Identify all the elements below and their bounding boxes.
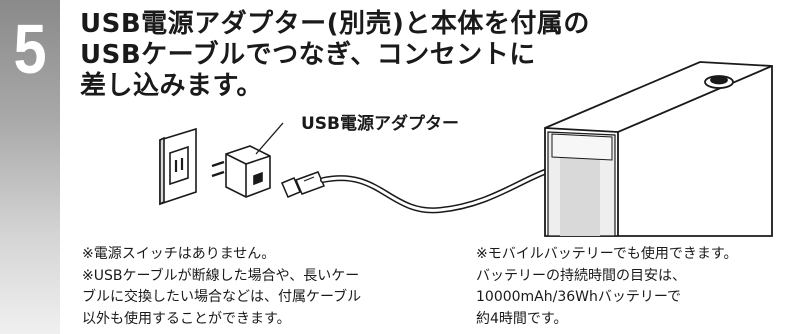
notes-left: ※電源スイッチはありません。 ※USBケーブルが断線した場合や、長いケー ブルに…: [82, 244, 442, 330]
note-line: 以外も使用することができます。: [82, 310, 291, 327]
wall-outlet-icon: [159, 127, 197, 206]
note-line: 10000mAh/36Whバッテリーで: [476, 289, 682, 305]
step-heading: USB電源アダプター(別売)と本体を付属の USBケーブルでつなぎ、コンセントに…: [80, 9, 590, 102]
heading-line: USBケーブルでつなぎ、コンセントに: [80, 40, 536, 70]
note-item: ※USBケーブルが断線した場合や、長いケー ブルに交換したい場合などは、付属ケー…: [82, 266, 442, 331]
note-line: ※USBケーブルが断線した場合や、長いケー: [82, 267, 360, 284]
step-number: 5: [13, 10, 47, 88]
heading-line: USB電源アダプター(別売)と本体を付属の: [80, 9, 590, 39]
note-line: バッテリーの持続時間の目安は、: [476, 267, 686, 284]
callout-leader-line: [255, 122, 284, 155]
note-line: ブルに交換したい場合などは、付属ケーブル: [82, 289, 362, 305]
note-item: ※電源スイッチはありません。: [82, 244, 442, 266]
step-bar: 5: [0, 0, 60, 334]
note-item: ※モバイルバッテリーでも使用できます。 バッテリーの持続時間の目安は、 1000…: [476, 244, 786, 330]
notes-right: ※モバイルバッテリーでも使用できます。 バッテリーの持続時間の目安は、 1000…: [476, 244, 786, 330]
note-line: 約4時間です。: [476, 310, 568, 327]
usb-adapter-icon: [211, 145, 271, 198]
adapter-label: USB電源アダプター: [301, 114, 460, 134]
device-body-icon: [544, 61, 773, 237]
note-line: ※電源スイッチはありません。: [82, 246, 276, 262]
usb-plug-icon: [281, 171, 326, 198]
note-line: ※モバイルバッテリーでも使用できます。: [476, 246, 738, 262]
heading-line: 差し込みます。: [80, 71, 263, 101]
